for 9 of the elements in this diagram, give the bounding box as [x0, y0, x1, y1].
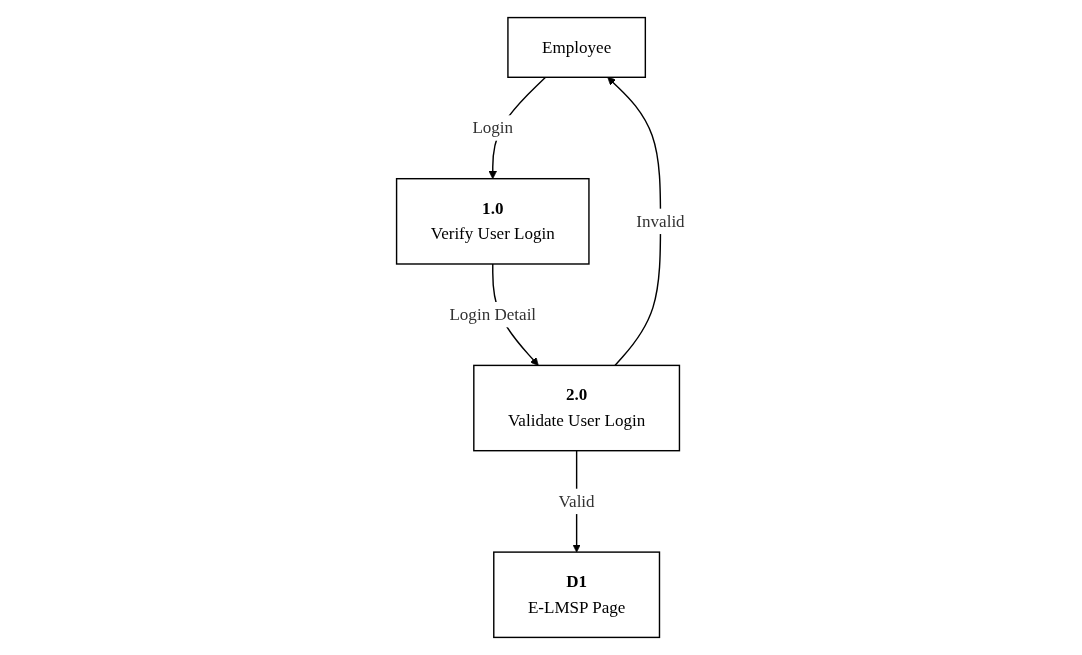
node-box: Employee [507, 16, 647, 78]
edge-label: Valid [559, 491, 596, 511]
edge-label: Login Detail [449, 304, 537, 324]
node-box: 2.0 Validate User Login [473, 364, 681, 452]
node-box: D1 E-LMSP Page [493, 551, 661, 639]
edge-label: Login [472, 118, 514, 137]
arrow [607, 76, 662, 367]
edge-label: Invalid [636, 211, 686, 231]
node-box: 1.0 Verify User Login [396, 178, 591, 265]
